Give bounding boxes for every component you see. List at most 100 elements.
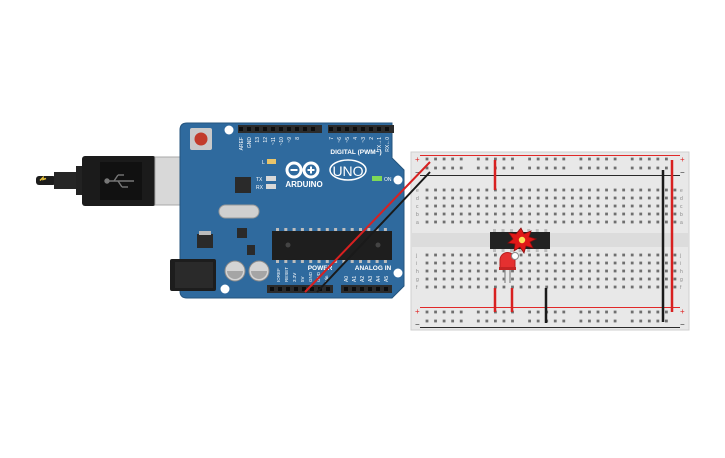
breadboard-hole[interactable] [519, 220, 523, 224]
breadboard-hole[interactable] [639, 269, 643, 273]
header-pin-hole[interactable] [279, 127, 283, 131]
breadboard-hole[interactable] [519, 204, 523, 208]
rail-hole[interactable] [665, 157, 668, 161]
breadboard-hole[interactable] [613, 196, 617, 200]
dc-power-jack[interactable] [170, 259, 216, 291]
breadboard-hole[interactable] [528, 188, 531, 192]
rail-hole[interactable] [476, 157, 480, 161]
breadboard-hole[interactable] [502, 188, 506, 192]
rail-hole[interactable] [647, 166, 651, 170]
header-pin-hole[interactable] [368, 287, 372, 291]
breadboard-hole[interactable] [494, 269, 497, 273]
breadboard-hole[interactable] [647, 188, 651, 192]
breadboard-hole[interactable] [536, 220, 540, 224]
header-pin-hole[interactable] [239, 127, 243, 131]
breadboard-hole[interactable] [425, 188, 429, 192]
rail-hole[interactable] [639, 166, 643, 170]
breadboard-hole[interactable] [519, 277, 523, 281]
breadboard-hole[interactable] [570, 204, 574, 208]
rail-hole[interactable] [613, 166, 617, 170]
breadboard-hole[interactable] [476, 277, 480, 281]
breadboard-hole[interactable] [605, 204, 608, 208]
breadboard-hole[interactable] [605, 220, 608, 224]
breadboard-hole[interactable] [545, 269, 549, 273]
breadboard-hole[interactable] [562, 220, 566, 224]
rail-hole[interactable] [451, 310, 455, 314]
breadboard-hole[interactable] [536, 196, 540, 200]
breadboard-hole[interactable] [476, 204, 480, 208]
breadboard-hole[interactable] [665, 277, 668, 281]
rail-hole[interactable] [553, 166, 557, 170]
breadboard-hole[interactable] [622, 204, 626, 208]
breadboard-hole[interactable] [622, 220, 626, 224]
breadboard-hole[interactable] [588, 269, 591, 273]
breadboard-hole[interactable] [511, 212, 514, 216]
breadboard-hole[interactable] [536, 212, 540, 216]
rail-hole[interactable] [511, 166, 514, 170]
breadboard-hole[interactable] [485, 212, 489, 216]
reset-button[interactable] [190, 128, 212, 150]
bottom-pin-holes[interactable] [270, 287, 388, 291]
breadboard-hole[interactable] [502, 204, 506, 208]
breadboard-hole[interactable] [630, 188, 634, 192]
rail-hole[interactable] [613, 157, 617, 161]
breadboard-hole[interactable] [647, 204, 651, 208]
breadboard-hole[interactable] [468, 204, 472, 208]
breadboard-hole[interactable] [562, 212, 566, 216]
breadboard-hole[interactable] [511, 204, 514, 208]
rail-hole[interactable] [494, 157, 497, 161]
breadboard-hole[interactable] [562, 204, 566, 208]
breadboard-hole[interactable] [630, 253, 634, 257]
breadboard-hole[interactable] [451, 220, 455, 224]
breadboard-hole[interactable] [511, 220, 514, 224]
breadboard-hole[interactable] [476, 269, 480, 273]
rail-hole[interactable] [656, 319, 660, 323]
breadboard-hole[interactable] [502, 269, 506, 273]
breadboard-hole[interactable] [451, 261, 455, 265]
breadboard-hole[interactable] [511, 196, 514, 200]
breadboard-hole[interactable] [596, 188, 600, 192]
breadboard-hole[interactable] [468, 220, 472, 224]
rail-hole[interactable] [579, 166, 583, 170]
breadboard-hole[interactable] [639, 188, 643, 192]
header-pin-hole[interactable] [337, 127, 341, 131]
breadboard-hole[interactable] [476, 188, 480, 192]
breadboard-hole[interactable] [553, 285, 557, 289]
breadboard-hole[interactable] [502, 277, 506, 281]
breadboard-hole[interactable] [553, 204, 557, 208]
rail-hole[interactable] [434, 310, 437, 314]
header-pin-hole[interactable] [263, 127, 267, 131]
breadboard-hole[interactable] [553, 220, 557, 224]
breadboard-hole[interactable] [622, 196, 626, 200]
header-pin-hole[interactable] [278, 287, 282, 291]
rail-hole[interactable] [451, 157, 455, 161]
breadboard-hole[interactable] [494, 220, 497, 224]
breadboard-hole[interactable] [451, 253, 455, 257]
breadboard-hole[interactable] [622, 188, 626, 192]
breadboard-hole[interactable] [673, 204, 677, 208]
breadboard-hole[interactable] [536, 261, 540, 265]
breadboard-hole[interactable] [451, 285, 455, 289]
breadboard-hole[interactable] [605, 277, 608, 281]
breadboard-hole[interactable] [579, 188, 583, 192]
breadboard-hole[interactable] [656, 261, 660, 265]
rail-hole[interactable] [562, 157, 566, 161]
breadboard-hole[interactable] [630, 277, 634, 281]
rail-hole[interactable] [536, 157, 540, 161]
breadboard-hole[interactable] [459, 188, 463, 192]
breadboard-hole[interactable] [536, 285, 540, 289]
breadboard-hole[interactable] [528, 285, 531, 289]
rail-hole[interactable] [442, 157, 446, 161]
breadboard-hole[interactable] [622, 253, 626, 257]
breadboard-hole[interactable] [639, 253, 643, 257]
breadboard-hole[interactable] [596, 196, 600, 200]
breadboard-hole[interactable] [656, 188, 660, 192]
breadboard-hole[interactable] [579, 212, 583, 216]
breadboard-hole[interactable] [588, 204, 591, 208]
breadboard-hole[interactable] [562, 188, 566, 192]
breadboard-hole[interactable] [485, 269, 489, 273]
breadboard-hole[interactable] [519, 261, 523, 265]
breadboard-hole[interactable] [468, 269, 472, 273]
breadboard-hole[interactable] [545, 196, 549, 200]
